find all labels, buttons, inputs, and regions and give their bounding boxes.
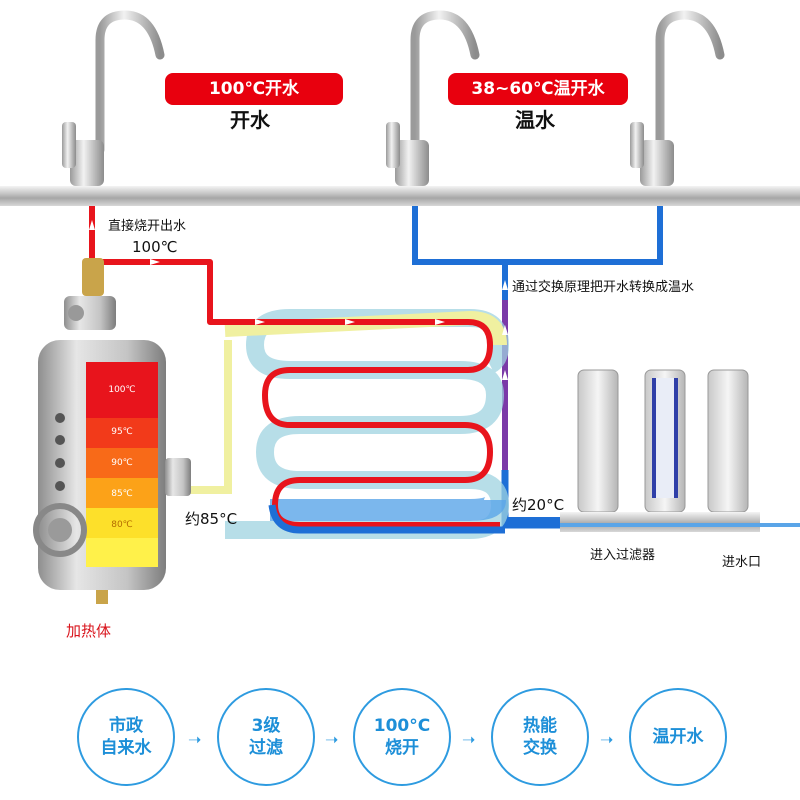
- temp-20-label: 约20°C: [512, 496, 565, 514]
- faucet-warm-2: [630, 10, 725, 186]
- valve-fitting: [64, 258, 116, 330]
- step-boil: 100°C 烧开: [353, 688, 451, 786]
- heater-scale-90: 90℃: [111, 458, 133, 468]
- arrow-right-icon: ➝: [188, 730, 202, 749]
- step-line: 100°C: [373, 716, 431, 736]
- step-line: 3级: [251, 716, 281, 736]
- step-line: 温开水: [652, 727, 704, 747]
- water-in-label: 进水口: [722, 555, 762, 570]
- step-line: 交换: [523, 738, 557, 758]
- temp-85-label: 约85°C: [185, 510, 238, 528]
- step-line: 自来水: [100, 738, 152, 758]
- filter-3: [707, 369, 749, 513]
- heater-label: 加热体: [66, 622, 112, 640]
- filter-in-label: 进入过滤器: [590, 548, 656, 563]
- flow-arrows: [89, 220, 508, 380]
- hot-water-coil: [130, 259, 500, 528]
- counter-pipe: [0, 186, 800, 206]
- heater-scale-95: 95℃: [111, 427, 133, 437]
- heater-scale-85: 85℃: [111, 489, 133, 499]
- arrow-right-icon: ➝: [462, 730, 476, 749]
- faucet-hot: [62, 10, 165, 186]
- step-warm-water: 温开水: [629, 688, 727, 786]
- warm-caption: 温水: [515, 108, 555, 132]
- heater-scale-80: 80℃: [111, 520, 133, 530]
- heater-scale-100: 100℃: [108, 385, 136, 395]
- warm-badge: 38~60℃温开水: [448, 73, 628, 105]
- step-line: 热能: [523, 716, 557, 736]
- heater-tank: [33, 340, 191, 604]
- filter-2: [644, 369, 686, 513]
- faucet-warm-1: [386, 10, 480, 186]
- step-line: 过滤: [249, 738, 283, 758]
- arrow-right-icon: ➝: [325, 730, 339, 749]
- step-tap-water: 市政 自来水: [77, 688, 175, 786]
- direct-out-label: 直接烧开出水: [108, 219, 187, 234]
- boiling-badge: 100℃开水: [165, 73, 343, 105]
- step-line: 市政: [109, 716, 143, 736]
- temp-100-label: 100℃: [132, 238, 178, 256]
- arrow-right-icon: ➝: [600, 730, 614, 749]
- step-line: 烧开: [385, 738, 419, 758]
- boiling-caption: 开水: [230, 108, 270, 132]
- exchange-note: 通过交换原理把开水转换成温水: [512, 280, 695, 295]
- filter-1: [577, 369, 619, 513]
- step-heat-exchange: 热能 交换: [491, 688, 589, 786]
- step-filtration: 3级 过滤: [217, 688, 315, 786]
